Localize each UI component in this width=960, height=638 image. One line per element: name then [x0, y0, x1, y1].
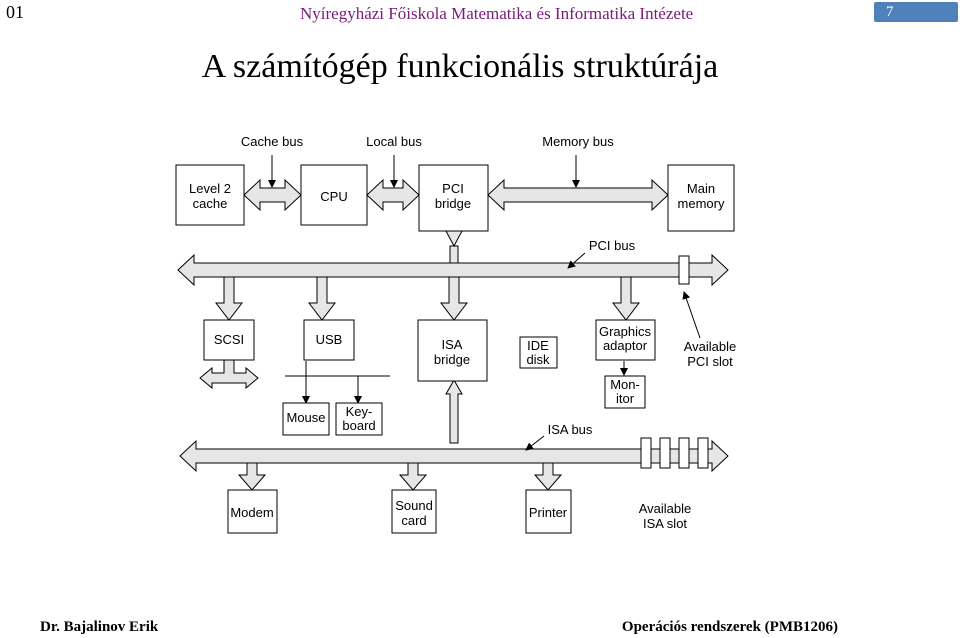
graphics-adaptor-box: [595, 319, 656, 361]
level2-cache-box: [175, 164, 245, 226]
modem-box: [227, 489, 278, 534]
keyboard-label: Key-: [346, 404, 373, 419]
available-pci-slot-label: Available: [684, 339, 737, 354]
pci-bridge-label: PCI: [442, 181, 464, 196]
local-bus-arrow: [366, 178, 420, 212]
modem-label: Modem: [230, 505, 273, 520]
pci-slot-connector: [678, 255, 690, 285]
usb-drop: [307, 276, 337, 321]
usb-box: [303, 319, 355, 361]
cpu-box: [300, 164, 368, 226]
usb-label: USB: [316, 332, 343, 347]
ide-disk-label: IDE: [527, 338, 549, 353]
printer-box: [525, 489, 572, 534]
scsi-box: [203, 319, 255, 361]
keyboard-label: board: [342, 418, 375, 433]
isa-bridge-drop: [439, 276, 469, 321]
level2-cache-label: Level 2: [189, 181, 231, 196]
sound-card-drop: [398, 462, 428, 491]
isa-bus-pointer: [525, 435, 545, 451]
mouse-box: [282, 402, 330, 436]
isa-bridge-label: ISA: [442, 337, 463, 352]
isa-bridge-label: bridge: [434, 352, 470, 367]
slide-number: 01: [6, 2, 24, 22]
page-number: 7: [886, 4, 894, 20]
available-isa-slot-label: Available: [639, 501, 692, 516]
ide-disk-label: disk: [526, 352, 550, 367]
pci-bridge-label: bridge: [435, 196, 471, 211]
mouse-label: Mouse: [286, 410, 325, 425]
cache-bus-label: Cache bus: [241, 134, 304, 149]
local-bus-label: Local bus: [366, 134, 422, 149]
keyboard-box: [335, 402, 383, 436]
sound-card-box: [391, 489, 437, 534]
pci-bus-pointer: [567, 252, 586, 269]
footer-course: Operációs rendszerek (PMB1206): [621, 619, 838, 635]
available-pci-slot-pointer: [682, 291, 701, 339]
ide-disk-box: [519, 336, 558, 369]
footer-author: Dr. Bajalinov Erik: [40, 619, 159, 635]
sound-card-label: Sound: [395, 498, 433, 513]
monitor-box: [604, 375, 646, 409]
printer-drop: [533, 462, 563, 491]
memory-bus-arrow: [487, 178, 669, 212]
isa-bus: [179, 439, 729, 473]
graphics-adaptor-label: Graphics: [599, 324, 652, 339]
isa-bridge-link: [445, 378, 463, 444]
pci-bus-label: PCI bus: [589, 238, 636, 253]
isa-bridge-box: [417, 319, 488, 382]
main-memory-box: [667, 164, 735, 232]
cpu-label: CPU: [320, 189, 347, 204]
isa-slot-connector: [678, 437, 690, 469]
memory-bus-label: Memory bus: [542, 134, 614, 149]
printer-label: Printer: [529, 505, 568, 520]
sound-card-label: card: [401, 513, 426, 528]
available-pci-slot-label: PCI slot: [687, 354, 733, 369]
monitor-label: itor: [616, 391, 635, 406]
monitor-label: Mon-: [610, 377, 640, 392]
isa-bus-label: ISA bus: [548, 422, 593, 437]
slide-title: A számítógép funkcionális struktúrája: [201, 48, 719, 85]
modem-drop: [237, 462, 267, 491]
available-isa-slot-label: ISA slot: [643, 516, 687, 531]
isa-slot-connector: [697, 437, 709, 469]
graphics-adaptor-label: adaptor: [603, 338, 648, 353]
main-memory-label: memory: [678, 196, 725, 211]
main-memory-label: Main: [687, 181, 715, 196]
graphics-drop: [611, 276, 641, 321]
pci-bus: [177, 253, 729, 287]
scsi-bus: [199, 359, 259, 390]
scsi-drop: [214, 276, 244, 321]
pci-bridge-link: [445, 230, 463, 264]
pci-bridge-box: [418, 164, 489, 232]
isa-slot-connector: [659, 437, 671, 469]
isa-slot-connector: [640, 437, 652, 469]
scsi-label: SCSI: [214, 332, 244, 347]
page-number-badge: 7: [874, 2, 958, 22]
institution-name: Nyíregyházi Főiskola Matematika és Infor…: [300, 4, 694, 23]
level2-cache-label: cache: [193, 196, 228, 211]
